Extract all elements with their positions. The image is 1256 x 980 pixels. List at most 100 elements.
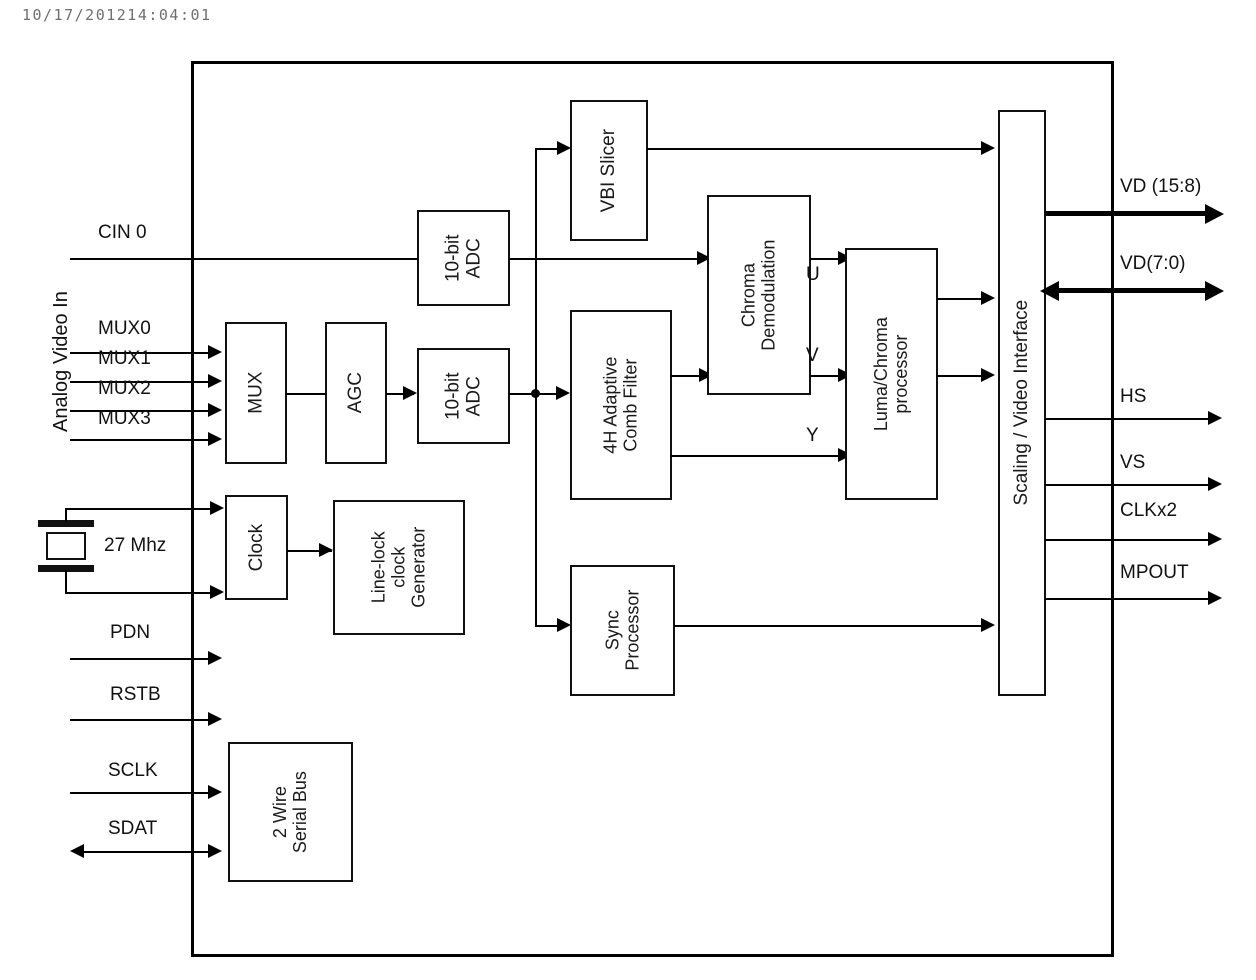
arrow-sdat-out — [70, 844, 84, 858]
arrow-mux2 — [208, 403, 222, 417]
crystal-plate-bottom — [38, 565, 94, 572]
wire-rstb — [70, 719, 210, 721]
arrow-clock-to-linelock — [319, 543, 333, 557]
arrow-rstb — [208, 712, 222, 726]
wire-luma-out2-to-scaling — [937, 375, 985, 377]
block-chroma-demodulation[interactable]: Chroma Demodulation — [707, 195, 811, 395]
block-luma-chroma-processor[interactable]: Luma/Chroma processor — [845, 248, 938, 500]
port-label-cin0: CIN 0 — [98, 222, 147, 243]
line-lock-line2: clock — [388, 546, 409, 589]
wire-luma-out1-to-scaling — [937, 298, 985, 300]
block-vbi-slicer[interactable]: VBI Slicer — [570, 100, 648, 241]
block-sync-processor[interactable]: Sync Processor — [570, 565, 675, 696]
wire-mux0 — [70, 352, 210, 354]
adc-bottom-line2: ADC — [463, 375, 485, 417]
block-sync-processor-label: Sync Processor — [602, 590, 642, 671]
wire-mpout — [1045, 598, 1212, 600]
block-adc-bottom-label: 10-bit ADC — [442, 372, 485, 420]
arrow-pdn — [208, 651, 222, 665]
wire-y-to-luma — [671, 455, 842, 457]
chroma-line2: Demodulation — [759, 239, 780, 351]
comb-filter-line2: Comb Filter — [620, 358, 641, 452]
port-label-vs: VS — [1120, 452, 1146, 473]
arrow-mpout-out — [1208, 591, 1222, 605]
wire-v-to-luma — [810, 375, 842, 377]
signal-label-y: Y — [806, 425, 819, 446]
block-serial-bus-label: 2 Wire Serial Bus — [270, 771, 310, 853]
crystal-freq-label: 27 Mhz — [104, 535, 167, 556]
arrow-vs-out — [1208, 477, 1222, 491]
block-comb-filter-label: 4H Adaptive Comb Filter — [601, 356, 641, 453]
arrow-mux0 — [208, 345, 222, 359]
wire-mux2 — [70, 410, 210, 412]
serial-bus-line1: 2 Wire — [270, 785, 291, 839]
wire-u-to-luma — [810, 258, 842, 260]
block-mux[interactable]: MUX — [225, 322, 287, 464]
arrow-agc-to-adc — [403, 386, 417, 400]
wire-to-vbi-slicer — [535, 148, 563, 150]
luma-line1: Luma/Chroma — [871, 316, 892, 432]
arrow-sclk — [208, 785, 222, 799]
port-label-mux3: MUX3 — [98, 408, 151, 429]
port-label-vd-7-0: VD(7:0) — [1120, 253, 1186, 274]
block-line-lock-label: Line-lock clock Generator — [369, 527, 429, 608]
wire-mux3 — [70, 439, 210, 441]
wire-clkx2 — [1045, 539, 1212, 541]
block-adc-bottom[interactable]: 10-bit ADC — [417, 348, 510, 444]
block-agc[interactable]: AGC — [325, 322, 387, 464]
signal-label-u: U — [806, 264, 820, 285]
line-lock-line3: Generator — [409, 526, 430, 609]
port-label-pdn: PDN — [110, 622, 151, 643]
port-label-mux2: MUX2 — [98, 378, 151, 399]
arrow-sync-to-scaling — [981, 618, 995, 632]
crystal-lead-bottom-v — [65, 570, 67, 594]
block-scaling-label: Scaling / Video Interface — [1011, 300, 1033, 506]
arrow-to-vbi-slicer — [557, 141, 571, 155]
port-label-rstb: RSTB — [110, 684, 161, 705]
arrow-mux3 — [208, 432, 222, 446]
block-vbi-slicer-label: VBI Slicer — [598, 128, 620, 213]
arrow-hs-out — [1208, 411, 1222, 425]
block-mux-label: MUX — [245, 371, 267, 415]
adc-top-line2: ADC — [463, 237, 485, 279]
sync-line1: Sync — [602, 610, 623, 651]
arrow-vbi-to-scaling — [981, 141, 995, 155]
block-line-lock-clock-generator[interactable]: Line-lock clock Generator — [333, 500, 465, 635]
block-clock[interactable]: Clock — [225, 495, 288, 600]
sync-line2: Processor — [622, 589, 643, 672]
arrow-xtal-top-to-clock — [210, 501, 224, 515]
wire-cin0 — [70, 258, 699, 260]
adc-bottom-line1: 10-bit — [442, 372, 464, 420]
block-scaling-video-interface[interactable]: Scaling / Video Interface — [998, 110, 1046, 696]
arrow-vd-7-0-in — [1040, 281, 1059, 301]
port-label-hs: HS — [1120, 386, 1147, 407]
wire-pdn — [70, 658, 210, 660]
block-adc-top[interactable]: 10-bit ADC — [417, 210, 510, 306]
port-label-sclk: SCLK — [108, 760, 158, 781]
chroma-line1: Chroma — [738, 262, 759, 328]
wire-agc-to-adc — [386, 393, 414, 395]
wire-sync-to-scaling — [674, 625, 985, 627]
crystal-lead-top-h — [65, 508, 212, 510]
comb-filter-line1: 4H Adaptive — [600, 356, 621, 454]
serial-bus-line2: Serial Bus — [290, 770, 311, 854]
wire-vd-15-8 — [1045, 211, 1210, 216]
arrow-vd-15-8-out — [1205, 204, 1224, 224]
crystal-body — [46, 532, 86, 560]
wire-vs — [1045, 484, 1212, 486]
signal-label-v: V — [806, 345, 819, 366]
arrow-clkx2-out — [1208, 532, 1222, 546]
arrow-luma-out1 — [981, 291, 995, 305]
arrow-xtal-bottom-to-clock — [210, 585, 224, 599]
arrow-adc-to-comb — [556, 386, 570, 400]
line-lock-line1: Line-lock — [368, 531, 389, 604]
block-luma-chroma-label: Luma/Chroma processor — [871, 317, 911, 431]
port-label-clkx2: CLKx2 — [1120, 500, 1178, 521]
port-label-mux0: MUX0 — [98, 318, 151, 339]
block-2-wire-serial-bus[interactable]: 2 Wire Serial Bus — [228, 742, 353, 882]
wire-mux1 — [70, 381, 210, 383]
block-agc-label: AGC — [345, 372, 367, 414]
block-comb-filter[interactable]: 4H Adaptive Comb Filter — [570, 310, 672, 500]
port-label-mux1: MUX1 — [98, 348, 151, 369]
